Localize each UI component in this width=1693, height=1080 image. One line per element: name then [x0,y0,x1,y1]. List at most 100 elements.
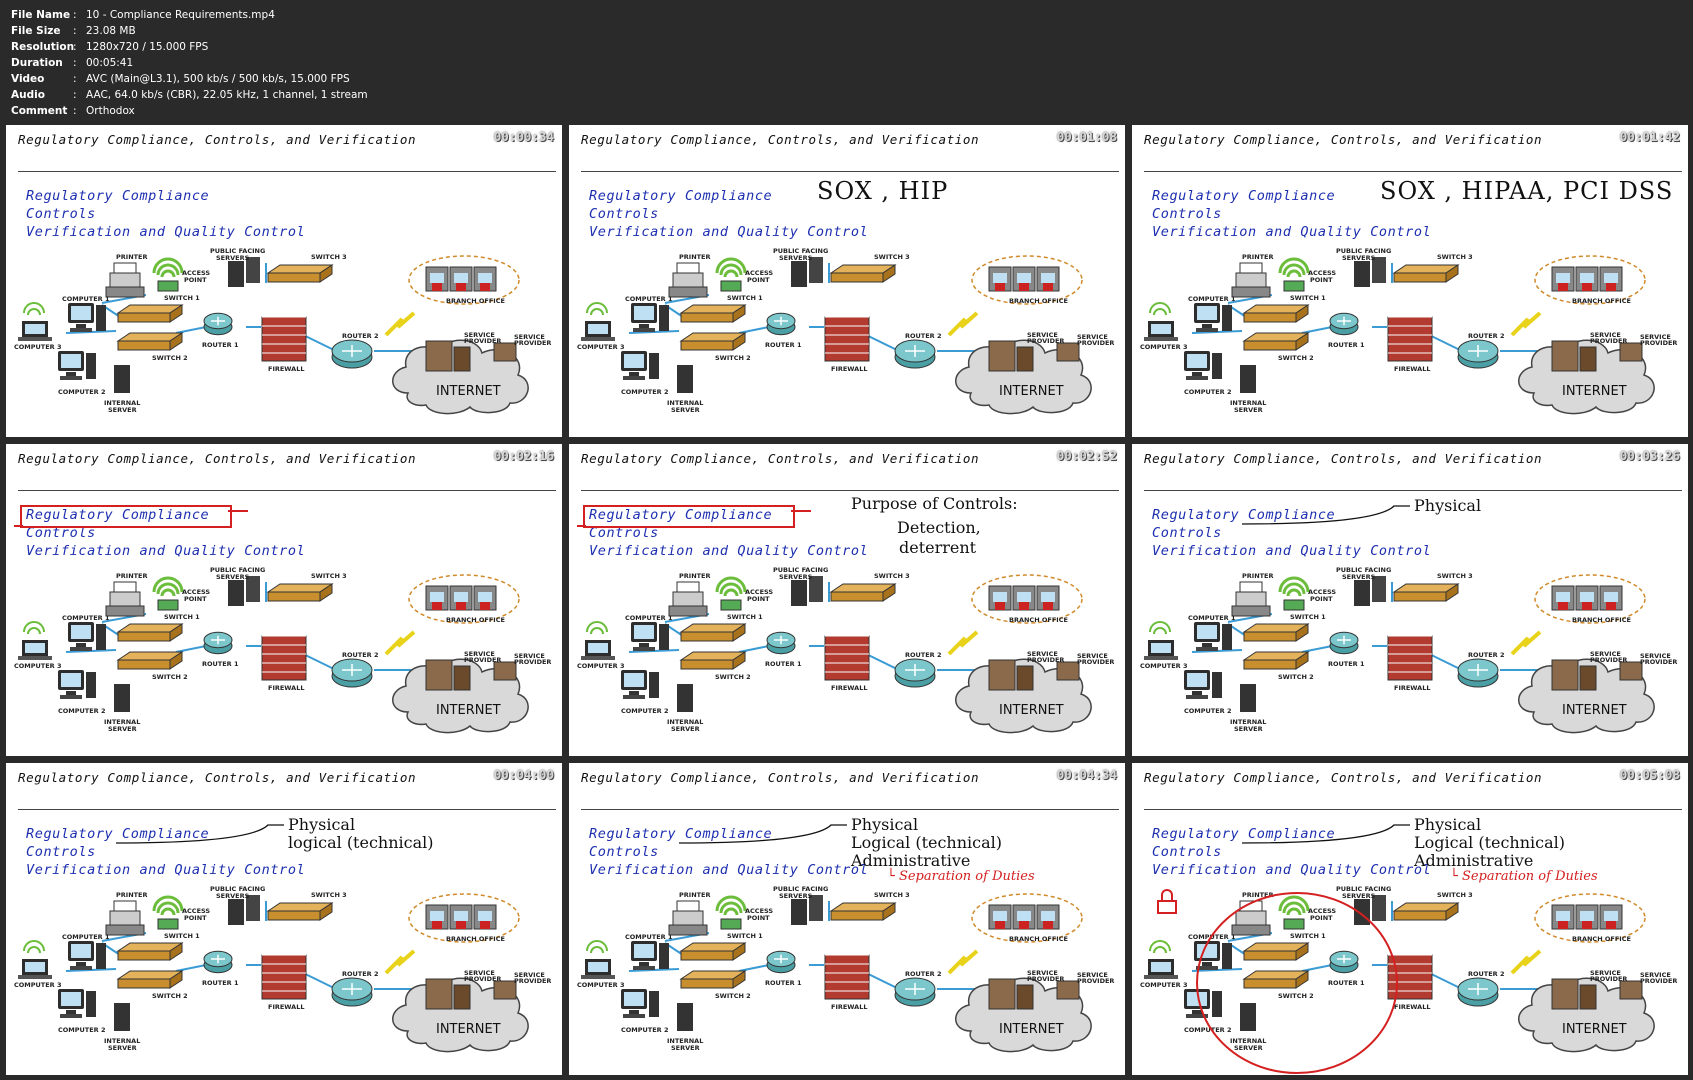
agenda-item-verification: Verification and Quality Control [589,543,869,559]
label-service-provider: SERVICE [1027,969,1058,977]
handwritten-note: SOX , HIP [817,177,949,205]
switch-icon [266,583,334,602]
label-router1: ROUTER 1 [1328,979,1365,987]
label-firewall: FIREWALL [1394,684,1431,692]
svg-text:PROVIDER: PROVIDER [1027,656,1064,664]
workstation-icon [425,904,449,930]
label-switch2: SWITCH 2 [1278,354,1314,362]
slide-title: Regulatory Compliance, Controls, and Ver… [581,770,980,785]
server-icon [1354,895,1386,925]
svg-text:PROVIDER: PROVIDER [1590,656,1627,664]
label-public-servers: PUBLIC FACING [210,247,265,255]
label-firewall: FIREWALL [831,365,868,373]
title-underline [18,490,556,491]
label-computer3: COMPUTER 3 [14,981,61,989]
agenda-list: Regulatory Compliance Controls Verificat… [589,187,868,241]
switch-icon [829,264,897,283]
frame-timestamp: 00:02:52 [1056,448,1117,463]
video-frame: Regulatory Compliance, Controls, and Ver… [569,125,1125,437]
svg-text:POINT: POINT [1310,276,1333,284]
meta-separator: : [73,41,77,53]
laptop-icon [1144,940,1178,979]
label-branch-office: BRANCH OFFICE [1572,616,1631,624]
svg-text:SERVER: SERVER [671,1044,700,1052]
label-computer2: COMPUTER 2 [58,707,105,715]
frame-timestamp: 00:05:08 [1619,767,1680,782]
server-icon [228,257,260,287]
label-switch3: SWITCH 3 [874,572,910,580]
workstation-icon [425,585,449,611]
router-icon [766,312,796,336]
label-switch1: SWITCH 1 [727,613,763,621]
label-branch-office: BRANCH OFFICE [1572,935,1631,943]
label-internet: INTERNET [999,384,1064,399]
label-public-servers: PUBLIC FACING [210,885,265,893]
video-frame: Regulatory Compliance, Controls, and Ver… [6,125,562,437]
slide-title: Regulatory Compliance, Controls, and Ver… [581,451,980,466]
red-circle-annotation [1157,889,1398,1074]
svg-text:POINT: POINT [747,595,770,603]
wireless-link-icon [947,949,979,975]
label-firewall: FIREWALL [268,365,305,373]
computer-icon [621,351,659,380]
server-icon [114,1003,130,1031]
title-underline [1144,809,1682,810]
label-printer: PRINTER [116,572,148,580]
router-icon [1457,339,1499,369]
agenda-list: Regulatory Compliance Controls Verificat… [589,825,868,879]
label-access-point: ACCESS [1308,907,1336,915]
router-icon [203,312,233,336]
switch-icon [679,623,747,642]
svg-text:SERVER: SERVER [1234,406,1263,414]
title-underline [1144,490,1682,491]
label-router1: ROUTER 1 [765,341,802,349]
workstation-icon [425,266,449,292]
workstation-icon [473,585,497,611]
branch-office-outline [408,255,520,305]
label-printer: PRINTER [679,891,711,899]
label-printer: PRINTER [679,572,711,580]
label-router2: ROUTER 2 [342,651,378,659]
slide-title: Regulatory Compliance, Controls, and Ver… [1144,451,1543,466]
svg-text:PROVIDER: PROVIDER [1640,339,1677,347]
svg-text:SERVER: SERVER [108,1044,137,1052]
handwritten-note: Purpose of Controls: [851,494,1018,513]
handwritten-note: └ Separation of Duties [1450,869,1598,884]
agenda-item-controls: Controls [26,206,96,222]
meta-row: Comment:Orthodox [11,103,368,119]
computer-icon [631,622,669,651]
switch-icon [679,332,747,351]
computer-icon [621,670,659,699]
label-public-servers: PUBLIC FACING [773,566,828,574]
switch-icon [1392,264,1460,283]
red-arrow-mark [228,510,248,512]
workstation-icon [1012,266,1036,292]
label-router1: ROUTER 1 [1328,660,1365,668]
handwritten-note: Detection, [897,518,981,537]
label-internal-server: INTERNAL [1230,718,1266,726]
label-internet: INTERNET [1562,703,1627,718]
label-branch-office: BRANCH OFFICE [446,616,505,624]
switch-icon [116,942,184,961]
label-switch3: SWITCH 3 [311,891,347,899]
agenda-item-verification: Verification and Quality Control [1152,543,1432,559]
agenda-item-controls: Controls [589,525,659,541]
svg-text:POINT: POINT [184,276,207,284]
building-icon [988,340,1080,372]
switch-icon [116,623,184,642]
firewall-icon [1387,316,1433,362]
label-computer1: COMPUTER 1 [62,614,110,622]
label-router2: ROUTER 2 [1468,651,1504,659]
switch-icon [1242,651,1310,670]
printer-icon [668,581,708,617]
workstation-icon [1036,904,1060,930]
svg-text:PROVIDER: PROVIDER [1077,977,1114,985]
handwritten-note: Physical [851,815,919,834]
router-icon [331,977,373,1007]
svg-text:PROVIDER: PROVIDER [1027,975,1064,983]
label-router1: ROUTER 1 [765,660,802,668]
computer-icon [68,622,106,651]
